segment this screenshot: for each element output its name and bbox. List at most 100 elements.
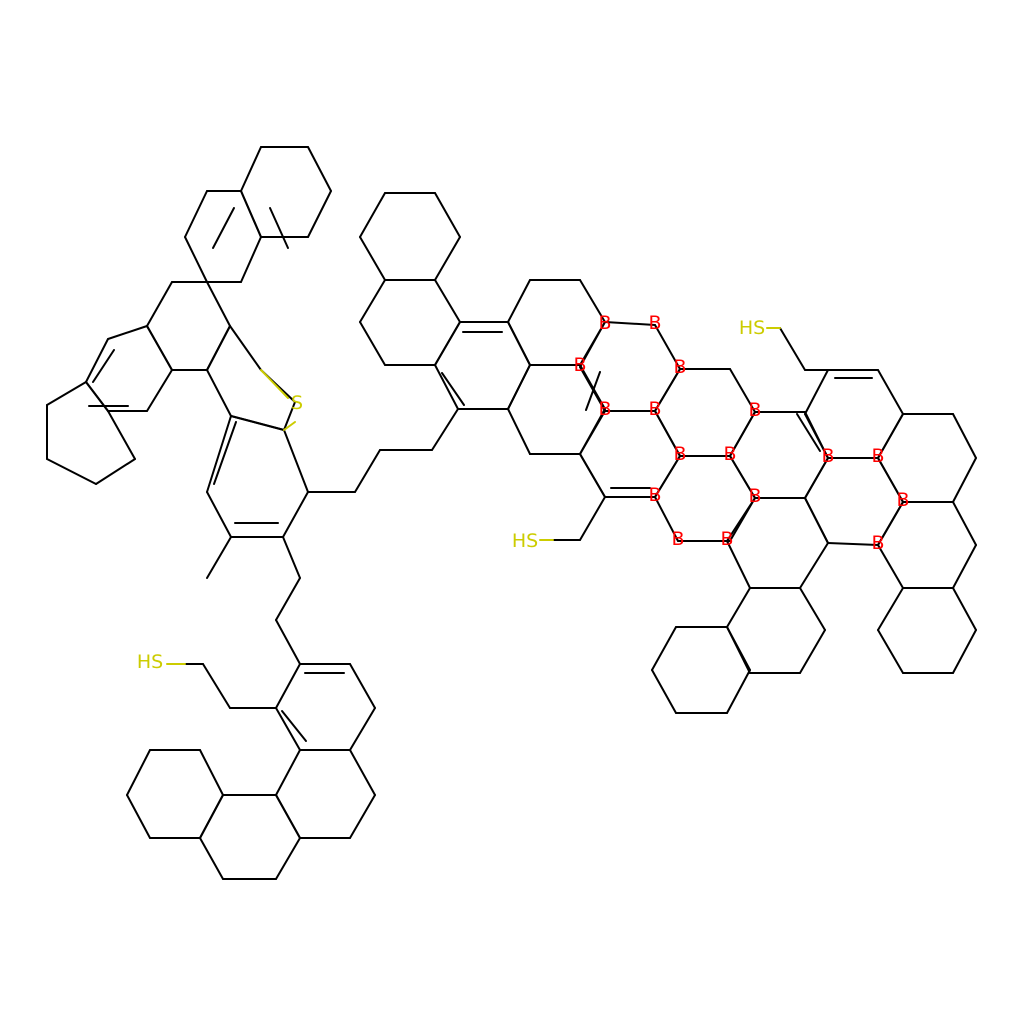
thiophene-s-bond <box>260 369 289 399</box>
ring-9 <box>434 321 461 366</box>
boron-atom-label: B <box>598 312 611 334</box>
ring-22 <box>579 366 606 412</box>
ring-9 <box>434 364 459 410</box>
ring-10 <box>507 279 531 323</box>
heteroatom-bonds <box>166 327 781 665</box>
ring-16 <box>804 369 829 415</box>
ring-6 <box>206 491 232 538</box>
ring-26 <box>729 411 756 457</box>
ring-20 <box>651 626 677 671</box>
ring-16 <box>877 369 904 415</box>
ring-28 <box>827 542 879 546</box>
boron-atom-label: B <box>598 398 611 420</box>
ring-25 <box>654 455 681 498</box>
double-bond-11 <box>281 710 307 742</box>
ring-7 <box>434 192 461 238</box>
ring-22 <box>654 324 681 370</box>
ring-8 <box>434 279 461 323</box>
boron-atom-label: B <box>671 528 684 550</box>
ring-1 <box>240 190 262 238</box>
chain-2 <box>431 408 459 451</box>
boron-atom-label: B <box>648 484 661 506</box>
ring-28 <box>877 457 904 503</box>
ring-17 <box>877 413 904 459</box>
boron-atom-label: B <box>723 443 736 465</box>
double-bond-12 <box>585 371 601 411</box>
ring-18 <box>952 544 977 589</box>
ring-20 <box>651 669 677 714</box>
ring-2 <box>146 281 173 327</box>
ring-12 <box>349 707 376 751</box>
boron-atom-label: B <box>748 399 761 421</box>
ring-15 <box>199 794 224 839</box>
thiol-label-top-right: HS <box>739 317 765 339</box>
ring-22 <box>604 321 656 326</box>
ring-5 <box>283 401 296 431</box>
ring-1 <box>184 236 208 283</box>
ring-21 <box>726 587 751 628</box>
ring-26 <box>729 455 756 499</box>
ring-28 <box>804 497 829 544</box>
sulfur-label: S <box>291 392 303 414</box>
ring-7 <box>359 192 386 238</box>
ring-21 <box>799 629 826 674</box>
ring-15 <box>199 749 224 796</box>
ring-3 <box>146 325 173 371</box>
boron-atom-label: B <box>871 532 884 554</box>
ring-12 <box>275 707 301 751</box>
bond-lines <box>46 146 977 880</box>
ring-7 <box>434 236 461 281</box>
ring-4 <box>46 458 97 485</box>
ring-11 <box>507 408 531 455</box>
ring-10 <box>579 279 606 323</box>
ring-4 <box>46 381 87 406</box>
ring-18 <box>877 544 904 589</box>
chain-3 <box>579 453 606 498</box>
ring-14 <box>275 837 301 880</box>
ring-5 <box>206 325 231 371</box>
boron-atom-label: B <box>896 489 909 511</box>
ring-5 <box>206 369 232 417</box>
ring-1 <box>240 236 262 283</box>
double-bond-8 <box>796 413 821 452</box>
ring-19 <box>877 629 904 674</box>
ring-6 <box>206 415 232 493</box>
boron-atom-label: B <box>720 528 733 550</box>
boron-atom-label: B <box>673 356 686 378</box>
ring-24 <box>654 410 681 457</box>
ring-2 <box>206 281 231 327</box>
double-bond-1 <box>269 207 289 249</box>
double-bond-0 <box>212 207 235 249</box>
boron-atom-label: B <box>648 398 661 420</box>
ring-13 <box>349 794 376 839</box>
ring-25 <box>654 496 679 542</box>
ring-28 <box>804 457 829 499</box>
ring-27 <box>726 497 756 542</box>
thiophene-s-bond <box>283 421 296 431</box>
ring-17 <box>952 457 977 503</box>
ring-24 <box>729 368 756 413</box>
ring-4 <box>95 458 136 485</box>
ring-27 <box>799 542 829 589</box>
ring-22 <box>579 321 606 368</box>
ring-10 <box>507 321 531 366</box>
chain-6 <box>779 327 806 371</box>
ring-7 <box>359 236 386 281</box>
boron-atom-label: B <box>573 354 586 376</box>
double-bond-6 <box>441 372 465 406</box>
ring-14 <box>275 794 301 839</box>
ring-19 <box>952 629 977 674</box>
boron-atom-label: B <box>748 485 761 507</box>
ring-15 <box>126 794 151 839</box>
ring-14 <box>199 837 224 880</box>
ring-3 <box>107 325 148 340</box>
ring-4 <box>107 410 136 460</box>
chain-3 <box>579 496 606 541</box>
ring-0 <box>240 146 262 192</box>
double-bond-4 <box>213 421 237 485</box>
boron-atom-label: B <box>821 445 834 467</box>
boron-atom-label: B <box>871 445 884 467</box>
ring-3 <box>85 338 109 383</box>
